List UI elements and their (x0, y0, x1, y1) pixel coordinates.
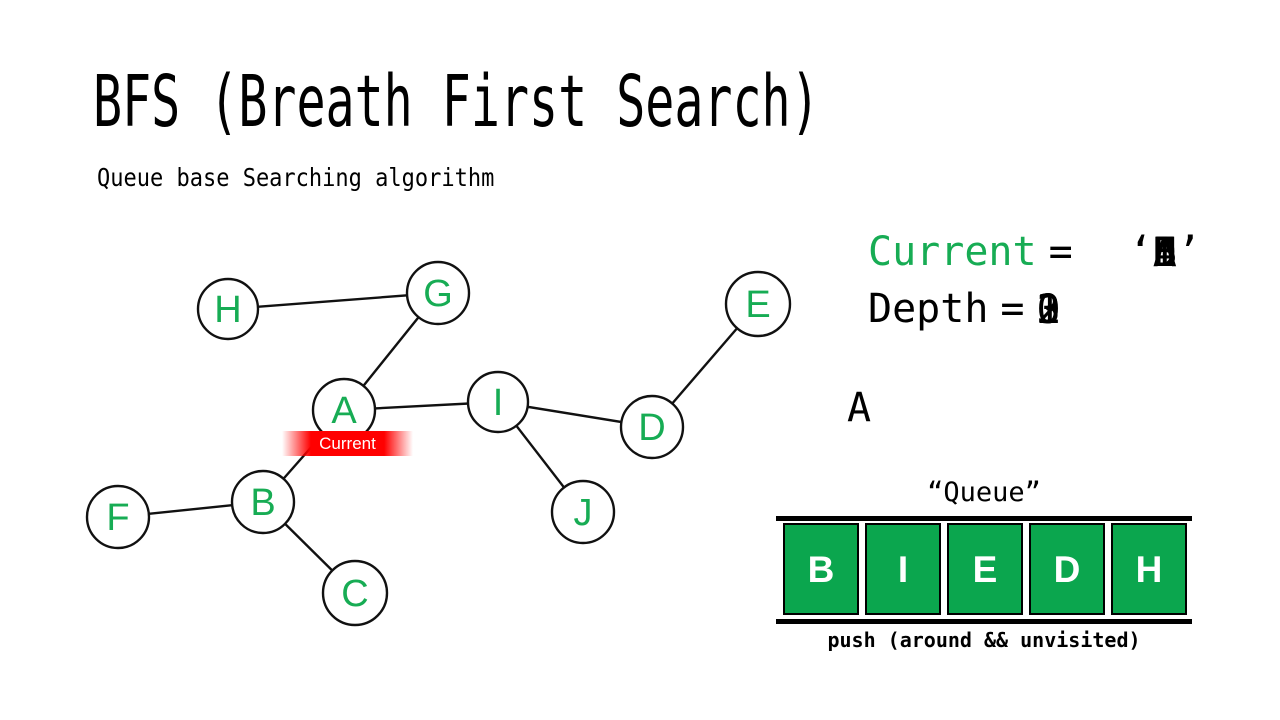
graph-node-label-D: D (638, 407, 665, 449)
graph-node-G (405, 260, 471, 326)
graph-node-C (321, 559, 389, 627)
queue-caption: push (around && unvisited) (827, 628, 1141, 652)
graph-edge-I-J (497, 401, 584, 513)
depth-value-layer-3: 3 (1036, 287, 1061, 333)
graph-edge-I-D (497, 400, 653, 429)
queue-slot-3: D (1029, 523, 1105, 615)
graph-edge-D-E (651, 303, 759, 428)
graph-node-I (466, 370, 530, 434)
depth-value-layer-0: 0 (1036, 287, 1061, 333)
queue-slot-label: H (1135, 548, 1163, 590)
queue-panel: “Queue” B I E D H push (around && unvisited) (776, 470, 1192, 652)
graph-node-label-I: I (493, 382, 504, 424)
current-label: Current (868, 229, 1037, 275)
slide-title: BFS (Breath First Search) (93, 60, 820, 143)
queue-bottom-rail (776, 619, 1192, 624)
graph-edge-B-C (262, 501, 356, 594)
graph-node-H (196, 277, 260, 341)
queue-title: “Queue” (927, 477, 1041, 508)
graph-edge-G-A (343, 292, 439, 411)
current-value-layer-4: D (1152, 230, 1177, 276)
queue-slot-label: D (1053, 548, 1081, 590)
graph-node-E (724, 270, 792, 338)
depth-value-layer-2: 2 (1036, 287, 1061, 333)
depth-equals: = (1000, 286, 1025, 332)
graph-node-B (230, 469, 296, 535)
queue-slot-4: H (1111, 523, 1187, 615)
depth-label: Depth (868, 286, 989, 332)
close-quote: ’ (1176, 229, 1201, 275)
current-equals: = (1048, 229, 1073, 275)
queue-slot-1: I (865, 523, 941, 615)
graph-node-label-A: A (331, 390, 357, 432)
graph-edge-B-F (117, 500, 264, 519)
graph-node-label-F: F (106, 497, 129, 539)
current-node-marker-label: Current (319, 434, 376, 453)
graph-node-label-B: B (250, 482, 275, 524)
graph-node-label-C: C (341, 573, 368, 615)
queue-slot-label: B (807, 548, 835, 590)
graph-edge-H-G (227, 291, 439, 311)
graph-node-label-E: E (745, 284, 770, 326)
queue-slot-label: I (897, 548, 909, 590)
queue-slot-0: B (783, 523, 859, 615)
current-node-marker: Current (282, 431, 413, 456)
visited-node-text: A (847, 385, 872, 431)
graph-node-F (85, 484, 151, 550)
current-value-layer-5: H (1152, 230, 1177, 276)
queue-slot-label: E (972, 548, 998, 590)
current-value-layer-2: I (1152, 230, 1177, 276)
graph-node-D (619, 394, 685, 460)
graph-node-J (550, 479, 616, 545)
current-value-layer-3: E (1152, 230, 1177, 276)
current-value-layer-0: A (1152, 230, 1177, 276)
graph-edge-A-I (343, 400, 499, 412)
queue-top-rail (776, 516, 1192, 521)
graph-edge-A-B (262, 409, 345, 503)
slide-subtitle: Queue base Searching algorithm (97, 163, 495, 192)
graph-node-label-G: G (423, 273, 453, 315)
current-value-layer-1: B (1152, 230, 1177, 276)
queue-slot-2: E (947, 523, 1023, 615)
graph-node-label-J: J (574, 492, 593, 534)
open-quote: ‘ (1128, 229, 1153, 275)
depth-value-layer-1: 1 (1036, 287, 1061, 333)
graph-node-label-H: H (214, 289, 241, 331)
